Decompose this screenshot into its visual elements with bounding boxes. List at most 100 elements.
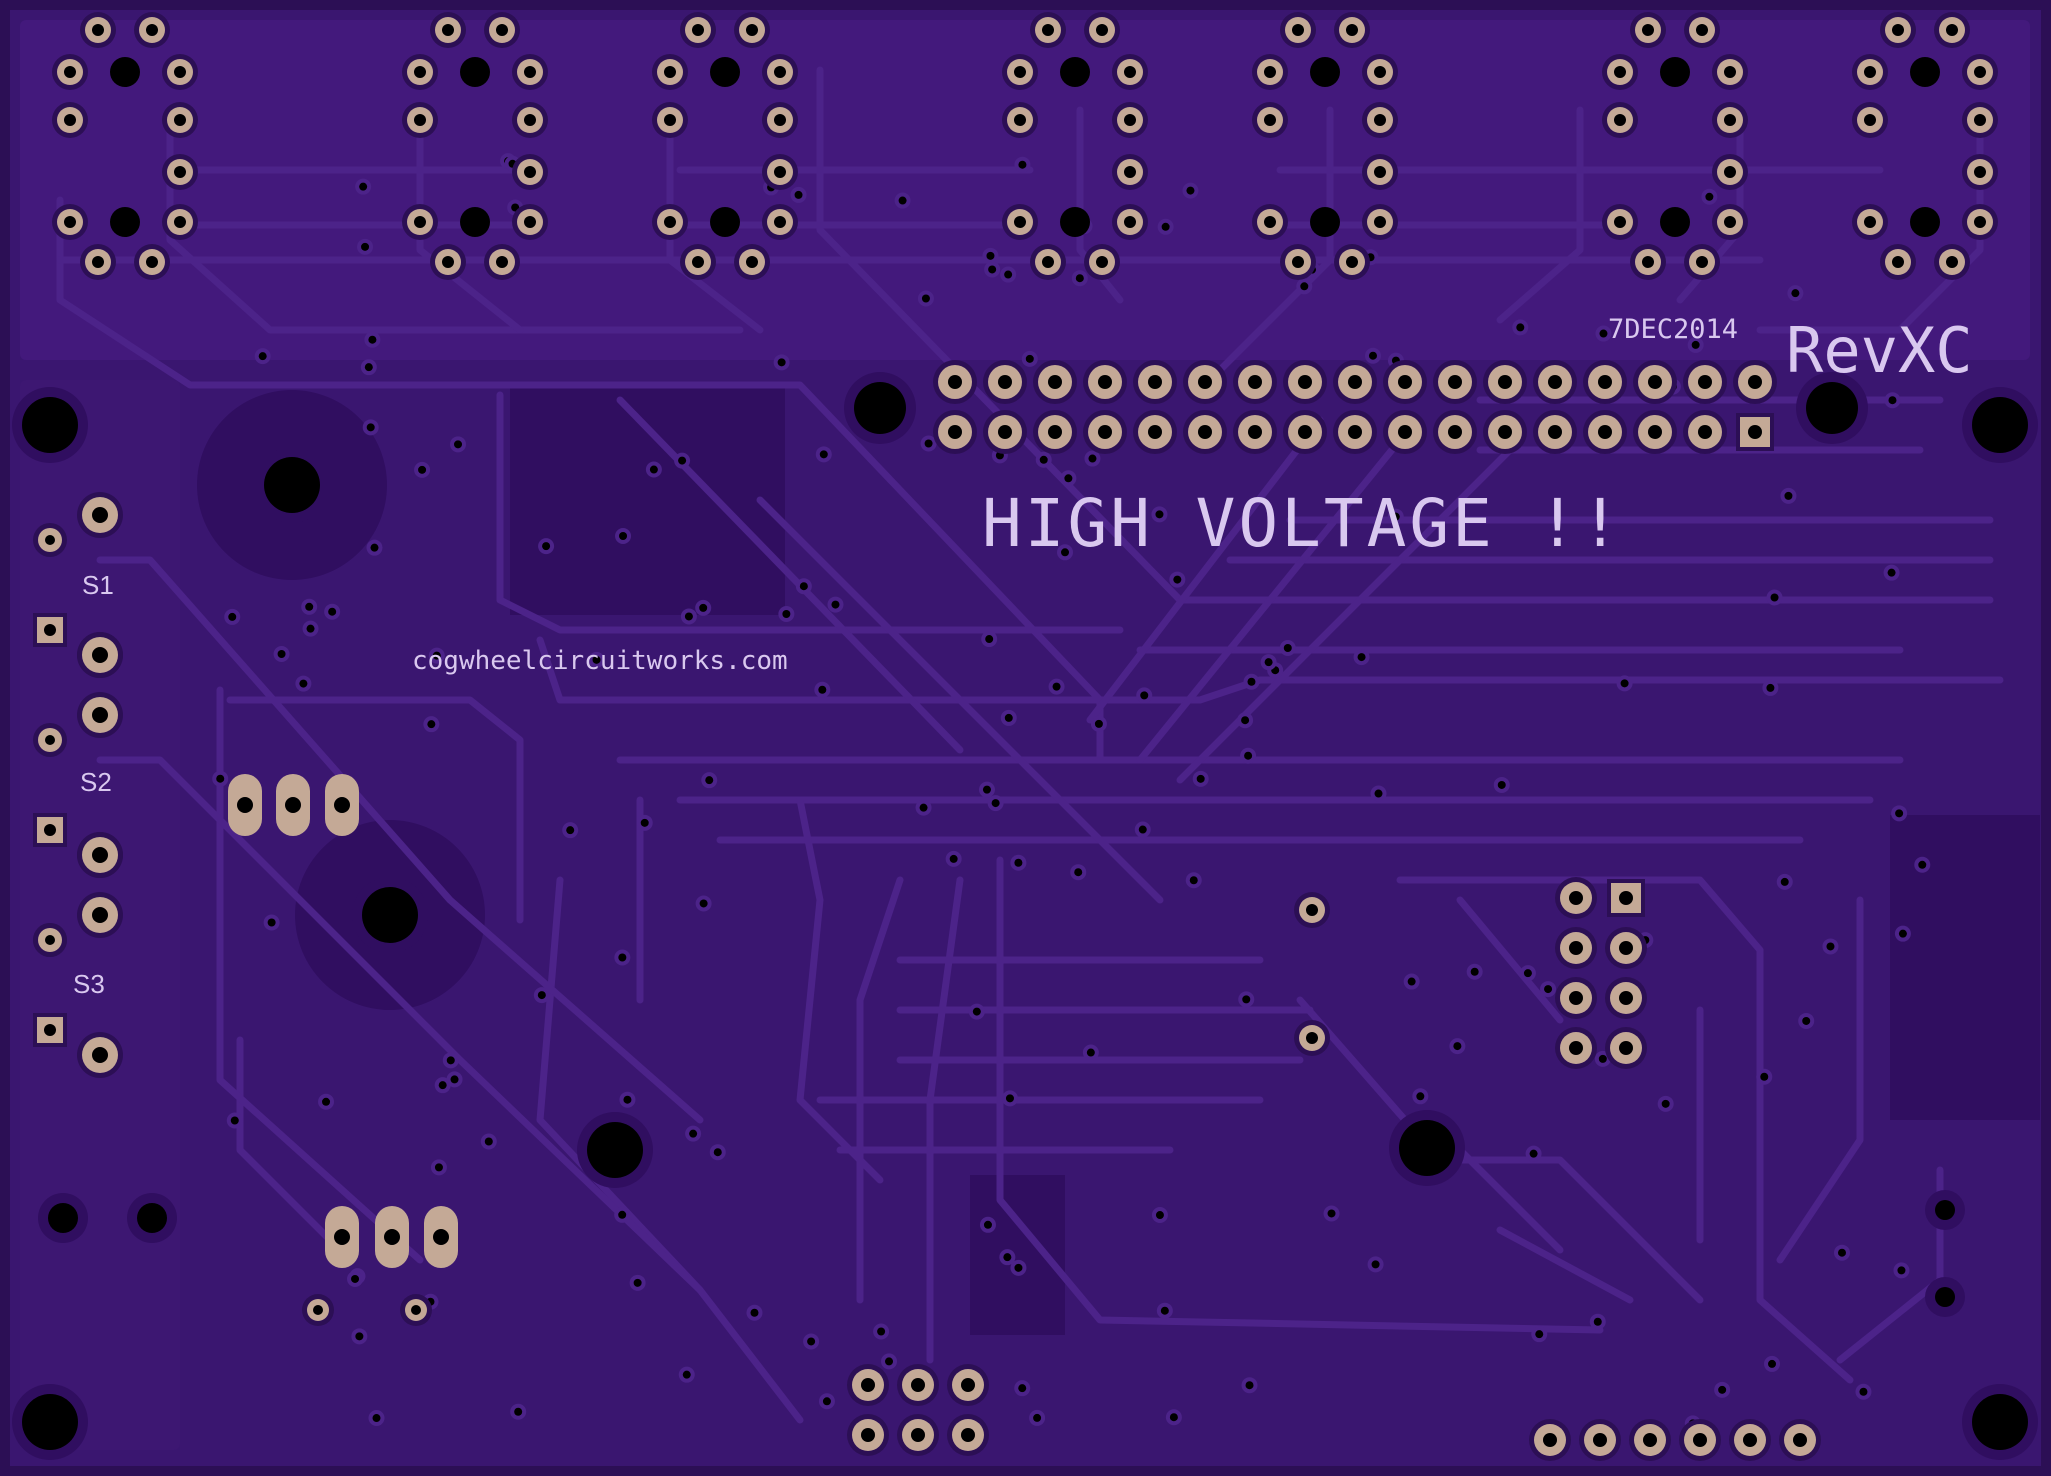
via-drill — [1768, 1359, 1777, 1368]
header-pin-top-drill — [998, 375, 1012, 389]
digit-pin-drill — [746, 24, 758, 36]
digit-pin-drill — [1864, 216, 1876, 228]
via-drill — [1887, 568, 1896, 577]
digit-pin-drill — [1292, 256, 1304, 268]
via-drill — [1140, 691, 1149, 700]
digit-pin-drill — [1374, 66, 1386, 78]
via-drill — [1169, 1413, 1178, 1422]
to92-upper-pin-drill — [334, 797, 350, 813]
trace-35 — [96, 756, 704, 1294]
via-drill — [699, 603, 708, 612]
digit-pin-drill — [524, 216, 536, 228]
digit-pin-drill — [664, 216, 676, 228]
conn2x4-pin-drill — [1569, 891, 1583, 905]
trace-5 — [1076, 106, 1124, 304]
switch-label-s3: S3 — [73, 969, 105, 999]
via-drill — [267, 918, 276, 927]
high-voltage-warning: HIGH VOLTAGE !! — [982, 485, 1623, 562]
to92-lower-pin-drill — [433, 1229, 449, 1245]
to92-upper-pin-drill — [237, 797, 253, 813]
conn1x6-pin-drill — [1743, 1433, 1757, 1447]
via-drill — [1544, 985, 1553, 994]
via-drill — [1061, 548, 1070, 557]
conn2x4-pin-drill — [1569, 991, 1583, 1005]
via-drill — [699, 899, 708, 908]
digit-pin-drill — [774, 66, 786, 78]
header-pin-top-drill — [1198, 375, 1212, 389]
switch-small-pin-drill — [45, 735, 55, 745]
trace-34 — [96, 556, 704, 1124]
via-drill — [822, 1397, 831, 1406]
via-drill — [1033, 1413, 1042, 1422]
via-drill — [972, 1007, 981, 1016]
via-drill — [713, 1148, 722, 1157]
via-drill — [782, 610, 791, 619]
header-pin-top-drill — [1698, 375, 1712, 389]
digit-pin-drill — [1014, 216, 1026, 228]
digit-pin-drill — [496, 256, 508, 268]
trace-23 — [536, 876, 804, 1424]
digit-pin-drill — [1264, 114, 1276, 126]
via-drill — [777, 358, 786, 367]
mounting-hole-7 — [264, 457, 320, 513]
digit-pin-drill — [1724, 216, 1736, 228]
header-pin-bottom-drill — [1698, 425, 1712, 439]
via-drill — [1888, 396, 1897, 405]
mounting-hole-5 — [1806, 382, 1858, 434]
header-pin-top-drill — [1548, 375, 1562, 389]
to92-footprints — [228, 774, 1330, 1326]
header-2x17 — [933, 360, 1777, 454]
digit-cathode-hole — [1310, 207, 1340, 237]
via-drill — [299, 679, 308, 688]
digit-footprint-5 — [1252, 12, 1398, 280]
via-drill — [1599, 329, 1608, 338]
trace-4 — [816, 66, 1184, 604]
digit-pin-drill — [774, 114, 786, 126]
conn2x4-pin-drill — [1569, 941, 1583, 955]
digit-anode-hole — [1060, 57, 1090, 87]
digit-pin-drill — [64, 114, 76, 126]
digit-anode-hole — [1660, 57, 1690, 87]
via-drill — [228, 612, 237, 621]
via-drill — [427, 720, 436, 729]
via-drill — [988, 265, 997, 274]
via-drill — [649, 465, 658, 474]
trace-57 — [796, 796, 884, 1184]
via-drill — [982, 785, 991, 794]
via-drill — [689, 1129, 698, 1138]
via-drill — [1407, 977, 1416, 986]
digit-cathode-hole — [1910, 207, 1940, 237]
conn2x3-pin-drill — [911, 1428, 925, 1442]
via-drill — [1826, 942, 1835, 951]
conn2x3-pin-drill — [861, 1378, 875, 1392]
via-drill — [446, 1056, 455, 1065]
conn2x4-pin-drill — [1619, 991, 1633, 1005]
via-drill — [1300, 282, 1309, 291]
via-drill — [1766, 683, 1775, 692]
digit-pin-drill — [64, 66, 76, 78]
mounting-hole-6 — [854, 382, 906, 434]
mounting-hole-10 — [1399, 1120, 1455, 1176]
trace-26 — [996, 856, 1604, 1334]
trace-49 — [1776, 896, 1864, 1264]
digit-cathode-hole — [110, 207, 140, 237]
via-drill — [1283, 643, 1292, 652]
digit-cathode-hole — [1660, 207, 1690, 237]
digit-pin-drill — [1124, 114, 1136, 126]
header-pin-top-drill — [1598, 375, 1612, 389]
via-drill — [434, 1163, 443, 1172]
via-drill — [1718, 1385, 1727, 1394]
digit-pin-drill — [1346, 256, 1358, 268]
via-drill — [1497, 780, 1506, 789]
digit-pin-drill — [1974, 216, 1986, 228]
via-drill — [484, 1137, 493, 1146]
trace-53 — [1086, 416, 1324, 724]
switch-pin-drill — [92, 647, 108, 663]
connector-2x4 — [1555, 877, 1647, 1069]
revision-label: RevXC — [1786, 314, 1973, 387]
mounting-hole-13 — [1935, 1200, 1955, 1220]
via-drill — [1918, 860, 1927, 869]
via-drill — [1837, 1248, 1846, 1257]
via-drill — [372, 1414, 381, 1423]
digit-pin-drill — [1974, 114, 1986, 126]
